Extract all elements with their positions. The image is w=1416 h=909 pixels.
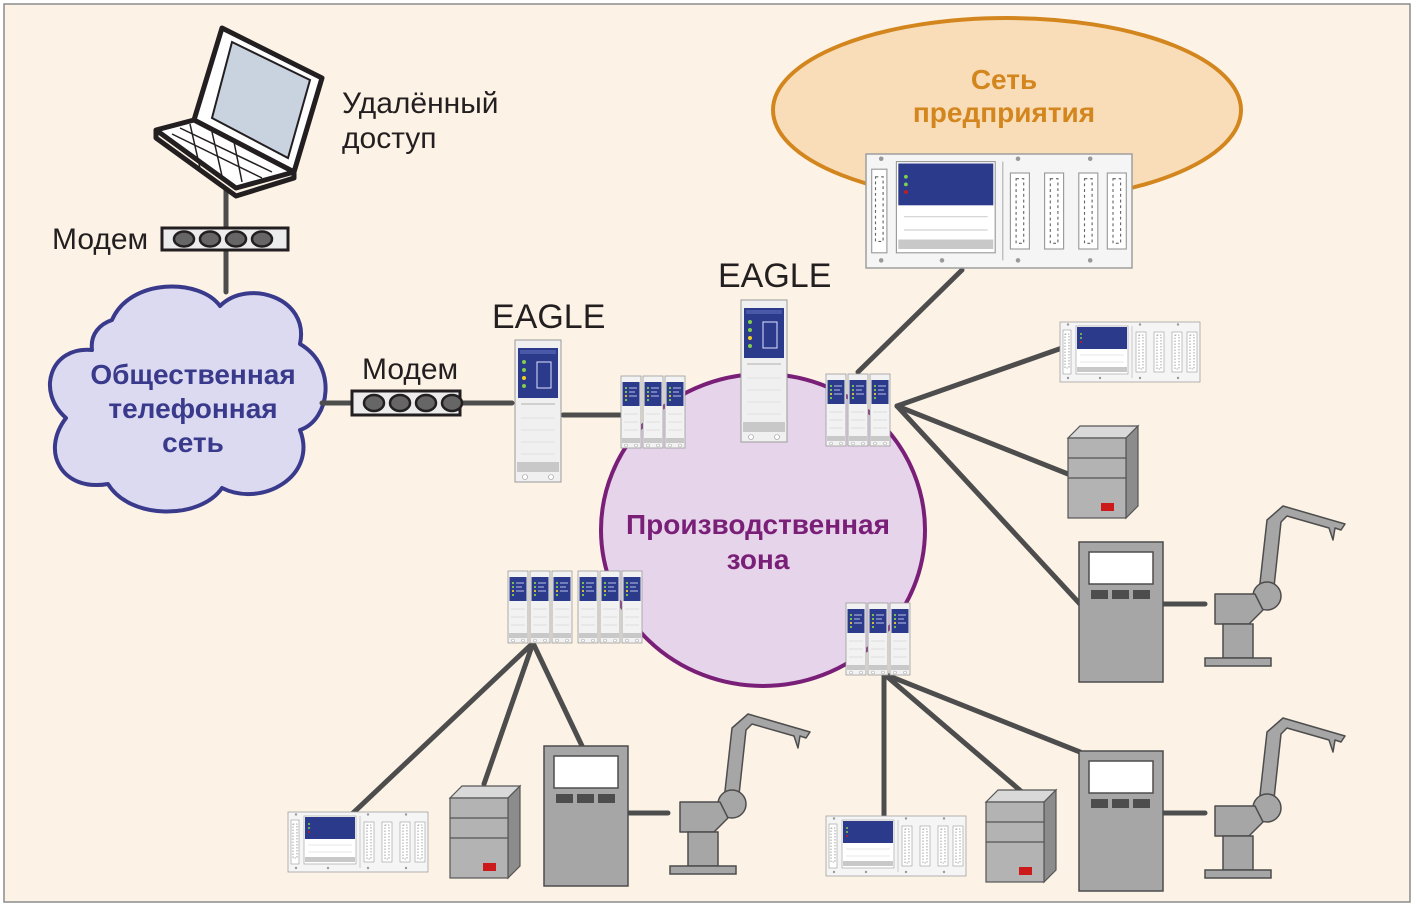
terminal-bottom-right-icon bbox=[1078, 750, 1164, 892]
remote-access-label-line2: доступ bbox=[342, 122, 437, 155]
switch-cluster-bottom-right-icon bbox=[845, 602, 911, 676]
modem-mid-icon bbox=[350, 389, 464, 417]
laptop-icon bbox=[153, 25, 325, 199]
switch-cluster-left-icon bbox=[620, 375, 686, 449]
terminal-right-icon bbox=[1078, 541, 1164, 683]
public-network-label-line3: сеть bbox=[162, 427, 224, 458]
server-right-icon bbox=[1067, 425, 1139, 519]
eagle-left-label: EAGLE bbox=[492, 298, 605, 336]
modem-mid-label: Модем bbox=[362, 353, 458, 386]
enterprise-network-label-line1: Сеть bbox=[971, 64, 1037, 95]
plc-rack-bottom-left-icon bbox=[287, 811, 429, 873]
switch-cluster-right-icon bbox=[825, 373, 891, 447]
modem-top-label: Модем bbox=[52, 223, 148, 256]
terminal-bottom-left-icon bbox=[543, 745, 629, 887]
modem-top-icon bbox=[160, 226, 290, 252]
eagle-left-device-icon bbox=[514, 339, 562, 483]
eagle-right-label: EAGLE bbox=[718, 257, 831, 295]
network-links bbox=[223, 187, 1208, 819]
server-bottom-right-icon bbox=[985, 789, 1057, 883]
public-network-cloud bbox=[48, 284, 328, 514]
enterprise-network-label-line2: предприятия bbox=[913, 97, 1095, 128]
eagle-right-device-icon bbox=[740, 299, 788, 443]
production-zone-label-line1: Производственная bbox=[626, 509, 890, 540]
public-network-label-line2: телефонная bbox=[108, 393, 277, 424]
plc-rack-right-icon bbox=[1059, 321, 1201, 383]
server-bottom-left-icon bbox=[449, 785, 521, 879]
remote-access-label-line1: Удалённый bbox=[342, 87, 499, 120]
plc-rack-enterprise-icon bbox=[865, 153, 1133, 269]
public-network-label-line1: Общественная bbox=[90, 359, 295, 390]
plc-rack-bottom-right-icon bbox=[825, 815, 967, 877]
production-zone-label-line2: зона bbox=[727, 544, 790, 575]
